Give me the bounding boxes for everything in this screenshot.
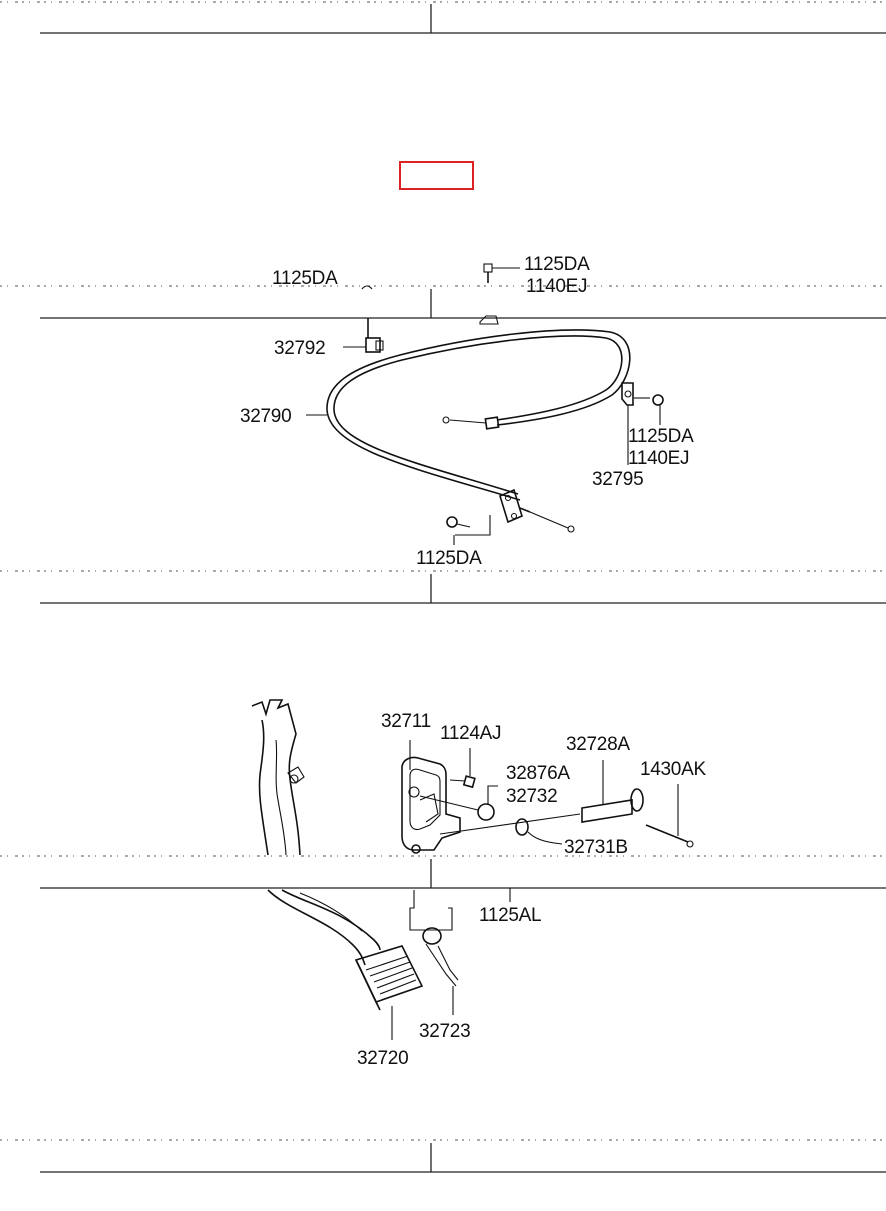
label-pedal-bracket: 32711 [381,711,431,732]
label-pedal: 32720 [357,1048,408,1069]
label-firewall-bolt: 1125DA [416,548,482,569]
cable-line-inner [333,335,623,495]
pedal-assembly [251,699,694,1040]
label-bracket-bolt-2: 1140EJ [628,448,689,469]
pedal-bracket-icon [401,740,461,854]
label-clip: 32792 [274,338,325,359]
pin-icon [439,760,644,835]
label-spring: 32723 [419,1021,470,1042]
highlight-box [399,161,474,190]
left-bolt-icon [361,285,373,338]
label-left-bolt: 1125DA [272,268,338,289]
clip-icon [343,337,384,353]
upper-mount-icon [479,315,499,325]
top-bolt-icon [483,263,520,283]
label-nut: 1124AJ [440,723,501,744]
cable-bracket-icon [621,382,664,465]
cable-line [326,329,631,501]
label-bolt: 1125AL [479,905,541,926]
split-pin-icon [645,784,694,848]
cable-assembly [326,263,664,545]
washer-icon [515,818,563,845]
pedal-arm [251,699,301,856]
label-washer: 32731B [564,837,628,858]
label-bracket: 32795 [592,469,643,490]
lower-callouts: 32711 1124AJ 32876A 32732 32728A 1430AK … [357,711,707,1069]
label-bracket-bolt: 1125DA [628,426,694,447]
label-upper-bolt: 1125DA [524,254,590,275]
label-cable: 32790 [240,406,291,427]
firewall-bolt-icon [446,515,491,545]
label-stopper: 32732 [506,786,557,807]
label-pin: 32728A [566,734,630,755]
label-upper-bolt-2: 1140EJ [526,276,587,297]
upper-callouts: 1125DA 1140EJ 1125DA 32792 32790 1125DA … [240,254,694,569]
firewall-flange-icon [499,488,575,533]
pedal-pad-icon [354,945,424,1040]
frame-lines [0,1,886,1173]
label-bushing: 32876A [506,763,570,784]
spring-icon [409,890,459,1015]
nut-icon [449,748,476,789]
stopper-icon [419,785,498,821]
label-split-pin: 1430AK [640,759,706,780]
